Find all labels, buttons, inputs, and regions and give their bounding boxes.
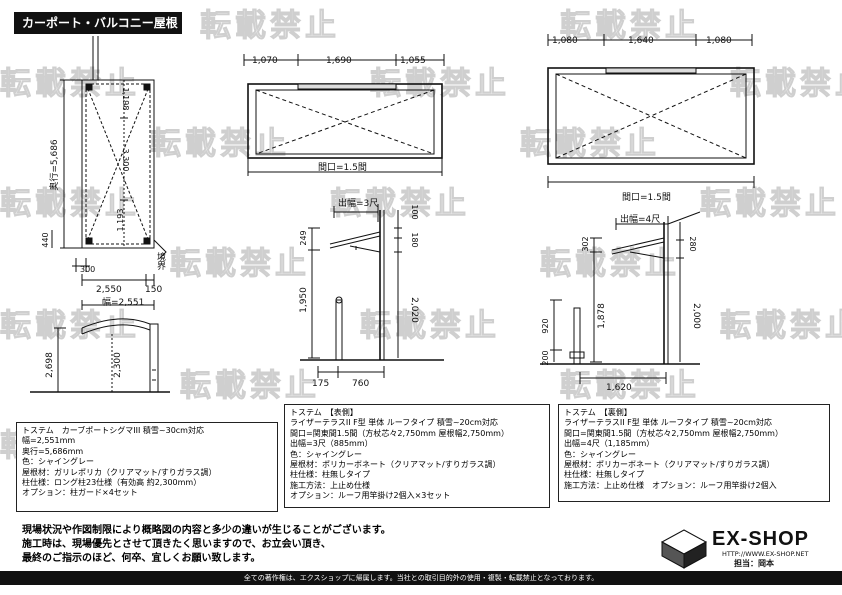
carport-bottom-overhang: 150 (145, 285, 162, 295)
rear-base-bottom: 200 (541, 350, 550, 365)
spec-line: トステム 【表側】 (290, 408, 358, 417)
rear-projection-label: 出幅=4尺 (620, 213, 660, 225)
watermark-text: 転載禁止 (520, 126, 660, 163)
watermark-text: 転載禁止 (180, 368, 320, 405)
spec-line: 色：シャイングレー (290, 449, 362, 459)
front-projection-label: 出幅=3尺 (338, 197, 378, 209)
watermark-text: 転載禁止 (730, 66, 842, 103)
spec-line: 屋根材：ガリレポリカ（クリアマット/すりガラス調） (22, 467, 217, 477)
front-bottom-left: 175 (312, 379, 329, 389)
watermark-text: 転載禁止 (200, 8, 340, 45)
spec-box-front: トステム 【表側】ライザーテラスII F型 単体 ルーフタイプ 積雪~20cm対… (284, 404, 550, 508)
rear-balcony-side-view (540, 211, 701, 384)
staff-label: 担当：岡本 (734, 559, 774, 568)
carport-bottom-span: 2,550 (96, 285, 122, 295)
watermark-text: 転載禁止 (540, 246, 680, 283)
rear-plan-opening: 間口=1.5間 (622, 192, 671, 203)
front-bottom-right: 760 (352, 379, 369, 389)
watermark-text: 転載禁止 (150, 126, 290, 163)
spec-line: 柱仕様：柱無しタイプ (290, 470, 370, 480)
spec-line: 施工方法：上止め仕様 オプション：ルーフ用竿掛け2個入 (564, 480, 777, 490)
logo-url: HTTP://WWW.EX-SHOP.NET (722, 550, 809, 558)
site-notice: 現場状況や作図制限により概略図の内容と多少の違いが生じることがございます。 施工… (22, 524, 391, 566)
watermark-text: 転載禁止 (720, 308, 842, 345)
spec-line: 屋根材：ポリカーボネート（クリアマット/すりガラス調） (290, 459, 501, 469)
carport-middle-segment: 3,300 (121, 149, 130, 172)
watermark-text: 転載禁止 (560, 368, 700, 405)
logo-name: EX-SHOP (712, 528, 810, 550)
carport-depth-label: 奥行=5,686 (48, 139, 60, 191)
spec-line: 間口=関東間1.5間（方杖芯々2,750mm 屋根幅2,750mm） (564, 428, 783, 438)
spec-line: 柱仕様：ロング柱23仕様（有効高 約2,300mm） (22, 477, 202, 487)
rear-bottom-width: 1,620 (606, 383, 632, 393)
carport-post-offset-h: 300 (80, 265, 95, 274)
front-top-height: 249 (299, 230, 308, 245)
spec-line: 出幅=3尺（885mm） (290, 439, 373, 449)
rear-plan-dim-right: 1,080 (706, 36, 732, 46)
carport-clear-height: 2,300 (113, 352, 123, 378)
carport-side-view (30, 300, 170, 393)
sheet-title: カーポート・バルコニー屋根 (14, 12, 182, 34)
front-plan-dim-right: 1,055 (400, 56, 426, 66)
spec-line: ライザーテラスII F型 単体 ルーフタイプ 積雪~20cm対応 (290, 418, 498, 428)
ex-shop-cube-logo-icon (660, 529, 708, 569)
notice-line-3: 最終のご指示のほど、何卒、宜しくお願い致します。 (22, 553, 261, 564)
copyright-footer: 全ての著作権は、エクスショップに帰属します。当社との取引目的外の使用・複製・転載… (0, 571, 842, 585)
front-plan-dim-center: 1,690 (326, 56, 352, 66)
rear-mid-height: 280 (688, 236, 697, 251)
front-plan-dim-left: 1,070 (252, 56, 278, 66)
rear-base-height: 920 (541, 318, 550, 333)
spec-line: ライザーテラスII F型 単体 ルーフタイプ 積雪~20cm対応 (564, 418, 772, 428)
front-balcony-side-view (300, 204, 444, 378)
watermark-text: 転載禁止 (170, 246, 310, 283)
front-post-height: 2,020 (409, 297, 419, 323)
carport-top-segment: 1,198 (121, 88, 130, 111)
watermark-text: 転載禁止 (560, 8, 700, 45)
spec-line: トステム 【裏側】 (564, 408, 632, 417)
watermark-text: 転載禁止 (360, 308, 500, 345)
rear-post-height: 2,000 (691, 303, 701, 329)
front-plan-opening: 間口=1.5間 (318, 162, 367, 173)
rear-main-height: 1,878 (597, 303, 607, 329)
spec-box-rear: トステム 【裏側】ライザーテラスII F型 単体 ルーフタイプ 積雪~20cm対… (558, 404, 830, 502)
spec-line: 間口=関東間1.5間（方杖芯々2,750mm 屋根幅2,750mm） (290, 428, 509, 438)
carport-width-label: 幅=2,551 (102, 296, 144, 308)
carport-lower-segment: 1,193 (116, 209, 125, 232)
front-mid-height: 180 (410, 232, 419, 247)
rear-plan-dim-left: 1,080 (552, 36, 578, 46)
carport-plan-view (51, 36, 167, 286)
spec-line: 色：シャイングレー (22, 457, 94, 467)
rear-balcony-plan-view (547, 34, 755, 188)
rear-top-height: 302 (581, 236, 590, 251)
spec-line: 施工方法：上止め仕様 (290, 480, 370, 490)
notice-line-1: 現場状況や作図制限により概略図の内容と多少の違いが生じることがございます。 (22, 525, 391, 536)
spec-line: 色：シャイングレー (564, 449, 636, 459)
spec-line: オプション：柱ガード×4セット (22, 488, 138, 498)
spec-line: 幅=2,551mm (22, 436, 76, 446)
watermark-text: 転載禁止 (0, 186, 140, 223)
front-balcony-plan-view (243, 54, 445, 176)
carport-boundary-label: 境界 (155, 251, 166, 271)
watermark-text: 転載禁止 (0, 308, 140, 345)
front-slope-height: 100 (410, 204, 419, 219)
notice-line-2: 施工時は、現場優先とさせて頂きたく思いますので、お立会い頂き、 (22, 539, 331, 550)
spec-line: 屋根材：ポリカーボネート（クリアマット/すりガラス調） (564, 459, 775, 469)
rear-plan-dim-center: 1,640 (628, 36, 654, 46)
spec-line: トステム カーブポートシグマIII 積雪~30cm対応 (22, 426, 204, 435)
spec-line: 出幅=4尺（1,185mm） (564, 439, 655, 449)
carport-total-height: 2,698 (45, 352, 55, 378)
carport-post-offset-v: 440 (41, 232, 50, 247)
spec-line: 奥行=5,686mm (22, 446, 84, 456)
spec-line: 柱仕様：柱無しタイプ (564, 470, 644, 480)
watermark-text: 転載禁止 (700, 186, 840, 223)
front-main-height: 1,950 (299, 287, 309, 313)
spec-line: オプション：ルーフ用竿掛け2個入×3セット (290, 491, 451, 501)
